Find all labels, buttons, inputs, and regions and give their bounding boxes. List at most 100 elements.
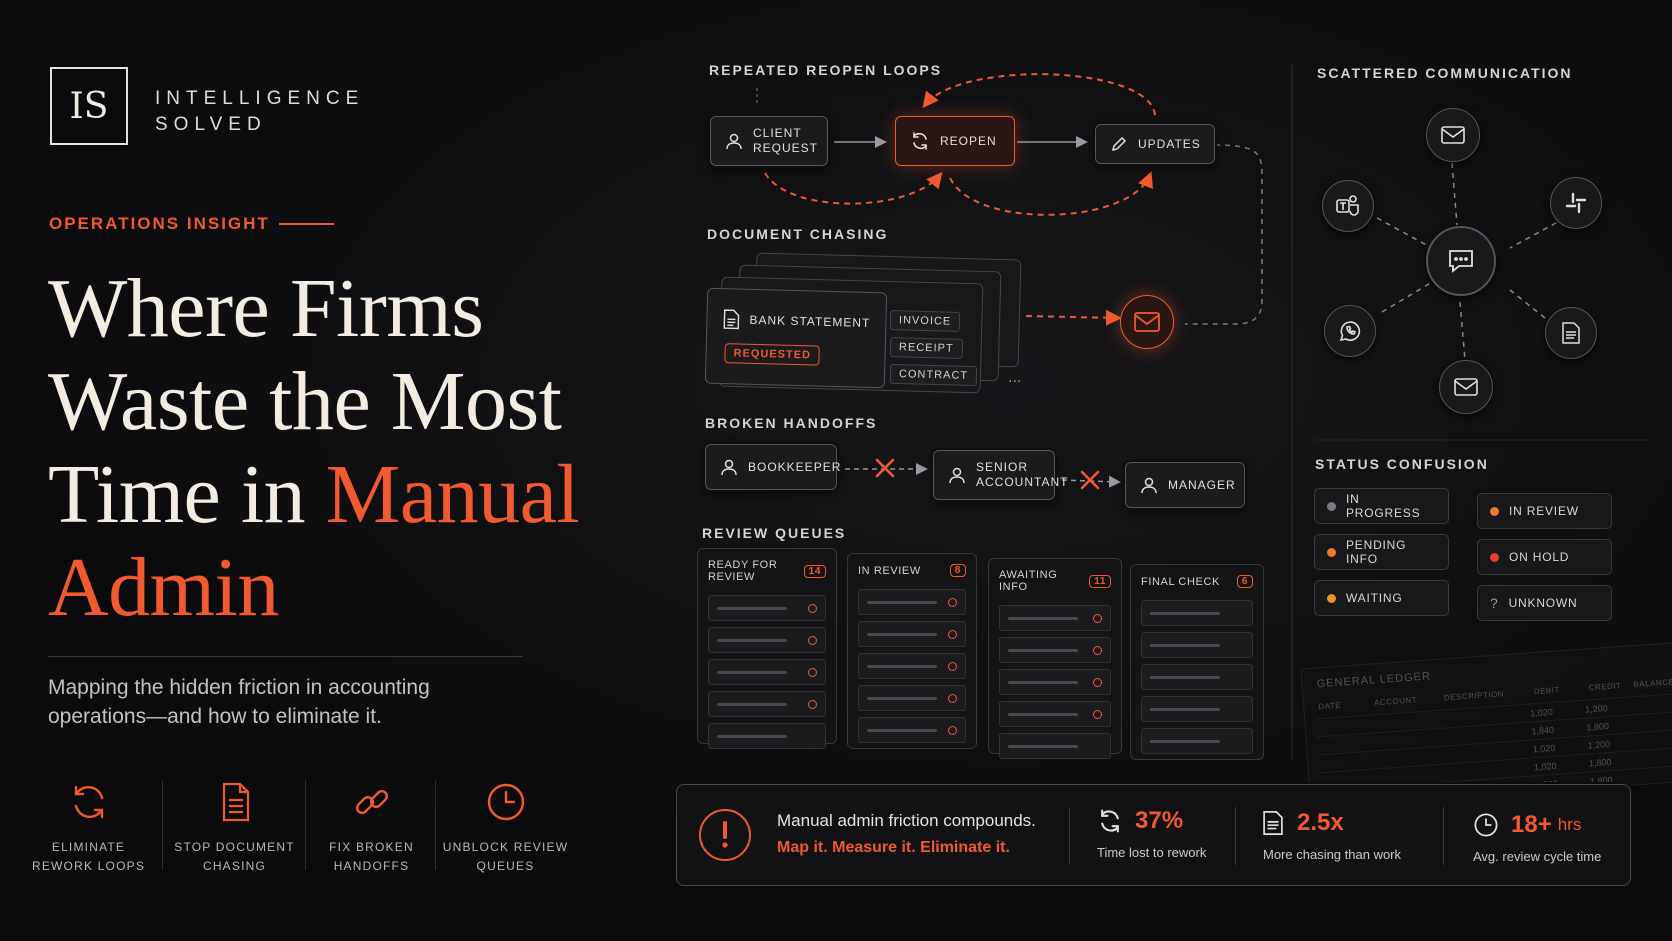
status-dot	[1327, 547, 1336, 557]
queue-row	[999, 669, 1111, 695]
queue-name: IN REVIEW	[858, 564, 921, 577]
clock-icon	[808, 603, 817, 613]
queue-count-badge: 11	[1089, 574, 1111, 588]
node-label-line2: ACCOUNTANT	[976, 475, 1069, 489]
stat-value: 37%	[1135, 807, 1184, 834]
refresh-icon	[1101, 809, 1119, 833]
summary-bar: Manual admin friction compounds. Map it.…	[676, 784, 1631, 886]
ledger-cell: 1,020	[1532, 742, 1556, 755]
section-title-reopen: REPEATED REOPEN LOOPS	[709, 62, 943, 78]
mail-icon	[1454, 378, 1478, 396]
queue-row	[708, 659, 826, 685]
status-dot	[1490, 552, 1499, 562]
node-label: MANAGER	[1168, 478, 1236, 492]
queue-row	[999, 701, 1111, 727]
user-icon	[726, 133, 742, 150]
user-icon	[1141, 477, 1157, 494]
node-label: BOOKKEEPER	[748, 460, 842, 474]
comm-slack	[1550, 177, 1602, 229]
brand-name-line1: INTELLIGENCE	[155, 88, 365, 109]
status-dot	[1490, 506, 1499, 516]
ledger-title: GENERAL LEDGER	[1316, 670, 1432, 691]
clock-icon	[808, 699, 817, 709]
clock-icon	[948, 629, 957, 639]
queue-row	[999, 733, 1111, 759]
queue-row	[1141, 600, 1253, 626]
headline-line3: Time in Manual	[48, 448, 668, 541]
queue-name: FINAL CHECK	[1141, 575, 1220, 588]
status-label: IN PROGRESS	[1346, 492, 1421, 520]
user-icon	[949, 467, 965, 484]
status-chip-pending-info: PENDING INFO	[1314, 534, 1449, 570]
node-label-line1: CLIENT	[753, 126, 802, 140]
queue-row	[708, 627, 826, 653]
ledger-col: BALANCE	[1633, 677, 1672, 690]
stat-unit: hrs	[1557, 815, 1582, 834]
status-label: WAITING	[1346, 591, 1403, 605]
ledger-col: ACCOUNT	[1373, 695, 1418, 708]
queue-count-badge: 14	[803, 564, 826, 578]
node-updates: UPDATES	[1095, 124, 1215, 164]
stat-chasing: 2.5x More chasing than work	[1263, 809, 1401, 862]
ledger-cell: 1,020	[1533, 760, 1557, 773]
feature-line2: HANDOFFS	[333, 859, 410, 873]
ledger-cell: 1,200	[1584, 703, 1608, 715]
user-icon	[721, 459, 737, 476]
summary-line1: Manual admin friction compounds.	[777, 811, 1036, 830]
queue-row	[708, 691, 826, 717]
slack-icon	[1565, 192, 1587, 214]
queue-count-badge: 6	[1236, 575, 1253, 588]
queue-row	[999, 637, 1111, 663]
section-title-queues: REVIEW QUEUES	[702, 525, 847, 541]
node-label: REOPEN	[940, 134, 997, 148]
headline-line4: Admin	[48, 541, 279, 634]
comm-teams	[1322, 180, 1374, 232]
feature-divider	[305, 780, 306, 870]
comm-chat-hub	[1426, 226, 1496, 296]
status-label: PENDING INFO	[1346, 538, 1407, 566]
headline-line3-accent: Manual	[325, 448, 580, 541]
status-chip-waiting: WAITING	[1314, 580, 1449, 616]
clock-icon	[1093, 613, 1102, 623]
summary-divider	[1235, 807, 1236, 865]
clock-icon	[948, 725, 957, 735]
comm-document	[1545, 307, 1597, 359]
headline-line1: Where Firms	[48, 262, 484, 355]
tag-receipt: RECEIPT	[889, 337, 963, 359]
feature-line1: UNBLOCK REVIEW	[442, 840, 569, 854]
hero-divider	[48, 656, 523, 657]
stat-value: 18+	[1511, 811, 1552, 838]
whatsapp-icon	[1339, 321, 1361, 342]
document-card-main: BANK STATEMENT REQUESTED	[704, 287, 888, 389]
node-bookkeeper: BOOKKEEPER	[705, 444, 840, 490]
clock-icon	[1093, 709, 1102, 719]
status-chip-on-hold: ON HOLD	[1477, 539, 1612, 575]
queue-final-check: FINAL CHECK 6	[1130, 564, 1264, 760]
clock-icon	[1093, 677, 1102, 687]
section-title-handoffs: BROKEN HANDOFFS	[705, 415, 878, 431]
document-icon	[213, 780, 257, 824]
brand-name-line2: SOLVED	[155, 114, 267, 135]
comm-whatsapp	[1324, 305, 1376, 357]
email-node-hot	[1120, 295, 1174, 349]
ledger-col: DATE	[1317, 700, 1342, 712]
clock-icon	[808, 635, 817, 645]
queue-row	[1141, 728, 1253, 754]
document-icon	[1562, 322, 1580, 344]
eyebrow-label: OPERATIONS INSIGHT	[49, 214, 270, 233]
headline-line2: Waste the Most	[48, 355, 562, 448]
feature-divider	[162, 780, 163, 870]
queue-row	[858, 685, 966, 711]
hero-subtitle: Mapping the hidden friction in accountin…	[48, 676, 430, 728]
section-title-status: STATUS CONFUSION	[1315, 456, 1489, 472]
ledger-cell: 1,800	[1588, 756, 1612, 769]
queue-row	[708, 595, 826, 621]
status-dot	[1327, 501, 1336, 511]
